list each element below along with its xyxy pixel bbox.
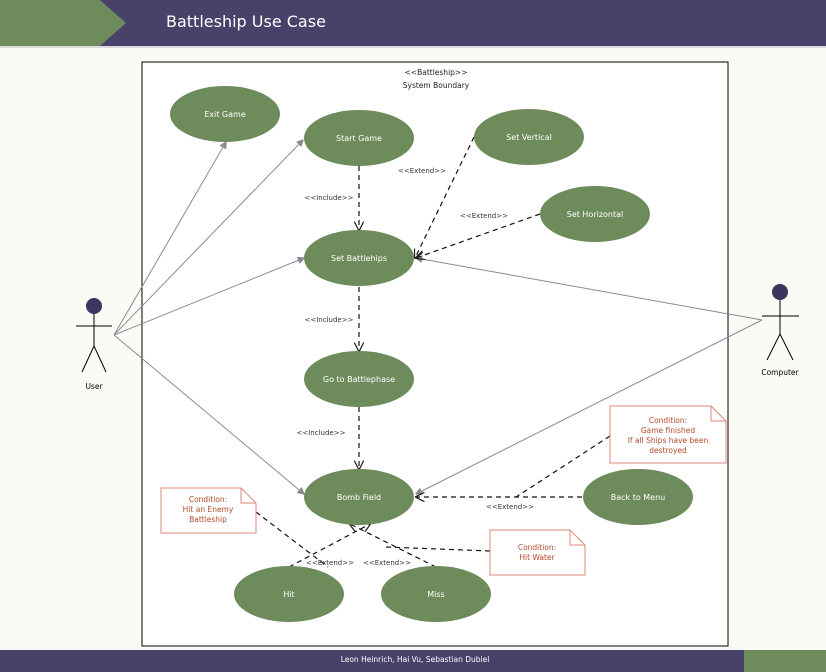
note-line: Condition: [189,495,227,504]
header-accent-shape [0,0,126,46]
assoc-user-bomb [113,334,304,494]
footer-bar [0,650,826,672]
note-link-game-finished [515,435,611,498]
note-line: Hit an Enemy [183,505,234,514]
label-extend-horizontal: <<Extend>> [460,212,508,220]
actor-user[interactable] [76,298,112,373]
label-include-1: <<Include>> [305,194,354,202]
system-name: System Boundary [403,81,470,90]
use-case-exit-game[interactable]: Exit Game [170,86,280,142]
system-stereotype: <<Battleship>> [405,68,468,77]
footer-accent-shape [744,650,826,672]
label-include-3: <<Include>> [297,429,346,437]
use-case-label: Go to Battlephase [323,375,395,384]
page-title: Battleship Use Case [166,12,326,31]
assoc-computer-bomb [416,319,763,494]
use-case-go-to-battlephase[interactable]: Go to Battlephase [304,351,414,407]
label-extend-back: <<Extend>> [486,503,534,511]
note-game-finished: Condition: Game finished If all Ships ha… [609,405,727,464]
header-bar [0,0,826,46]
dep-miss-bomb [350,524,437,568]
use-case-hit[interactable]: Hit [234,566,344,622]
use-case-label: Back to Menu [611,493,666,502]
actor-computer-label: Computer [761,368,799,377]
note-line: destroyed [649,446,687,455]
label-extend-hit: <<Extend>> [306,559,354,567]
note-line: If all Ships have been [628,436,709,445]
note-line: Game finished [641,426,696,435]
use-case-back-to-menu[interactable]: Back to Menu [583,469,693,525]
dep-horizontal-set [416,213,541,258]
actor-computer[interactable] [762,284,799,361]
note-line: Battleship [189,515,227,524]
use-case-label: Set Vertical [506,133,552,142]
header-shadow [0,46,826,48]
use-case-label: Miss [427,590,444,599]
actor-head-icon [86,298,102,314]
actor-head-icon [772,284,788,300]
use-case-set-vertical[interactable]: Set Vertical [474,109,584,165]
label-extend-miss: <<Extend>> [363,559,411,567]
use-case-label: Exit Game [204,110,246,119]
use-case-start-game[interactable]: Start Game [304,110,414,166]
note-hit-water: Condition: Hit Water [489,529,586,576]
assoc-user-set [113,258,304,336]
use-case-miss[interactable]: Miss [381,566,491,622]
use-case-bomb-field[interactable]: Bomb Field [304,469,414,525]
note-hit-enemy: Condition: Hit an Enemy Battleship [160,487,257,534]
use-case-label: Set Battlehips [331,254,387,263]
assoc-user-start [113,140,303,336]
note-link-hit [255,511,329,568]
label-include-2: <<Include>> [305,316,354,324]
use-case-set-horizontal[interactable]: Set Horizontal [540,186,650,242]
actor-user-label: User [85,382,103,391]
assoc-user-exit [113,142,226,336]
label-extend-vertical: <<Extend>> [398,167,446,175]
use-case-label: Set Horizontal [567,210,624,219]
note-line: Condition: [649,416,687,425]
system-boundary [141,61,729,647]
use-case-label: Bomb Field [337,493,381,502]
assoc-computer-set [416,258,763,321]
use-case-label: Start Game [336,134,382,143]
use-case-set-battleships[interactable]: Set Battlehips [304,230,414,286]
use-case-label: Hit [283,590,294,599]
note-line: Hit Water [519,553,555,562]
dep-vertical-set [415,136,475,258]
note-line: Condition: [518,543,556,552]
footer-authors: Leon Heinrich, Hai Vu, Sebastian Dubiel [340,655,490,664]
